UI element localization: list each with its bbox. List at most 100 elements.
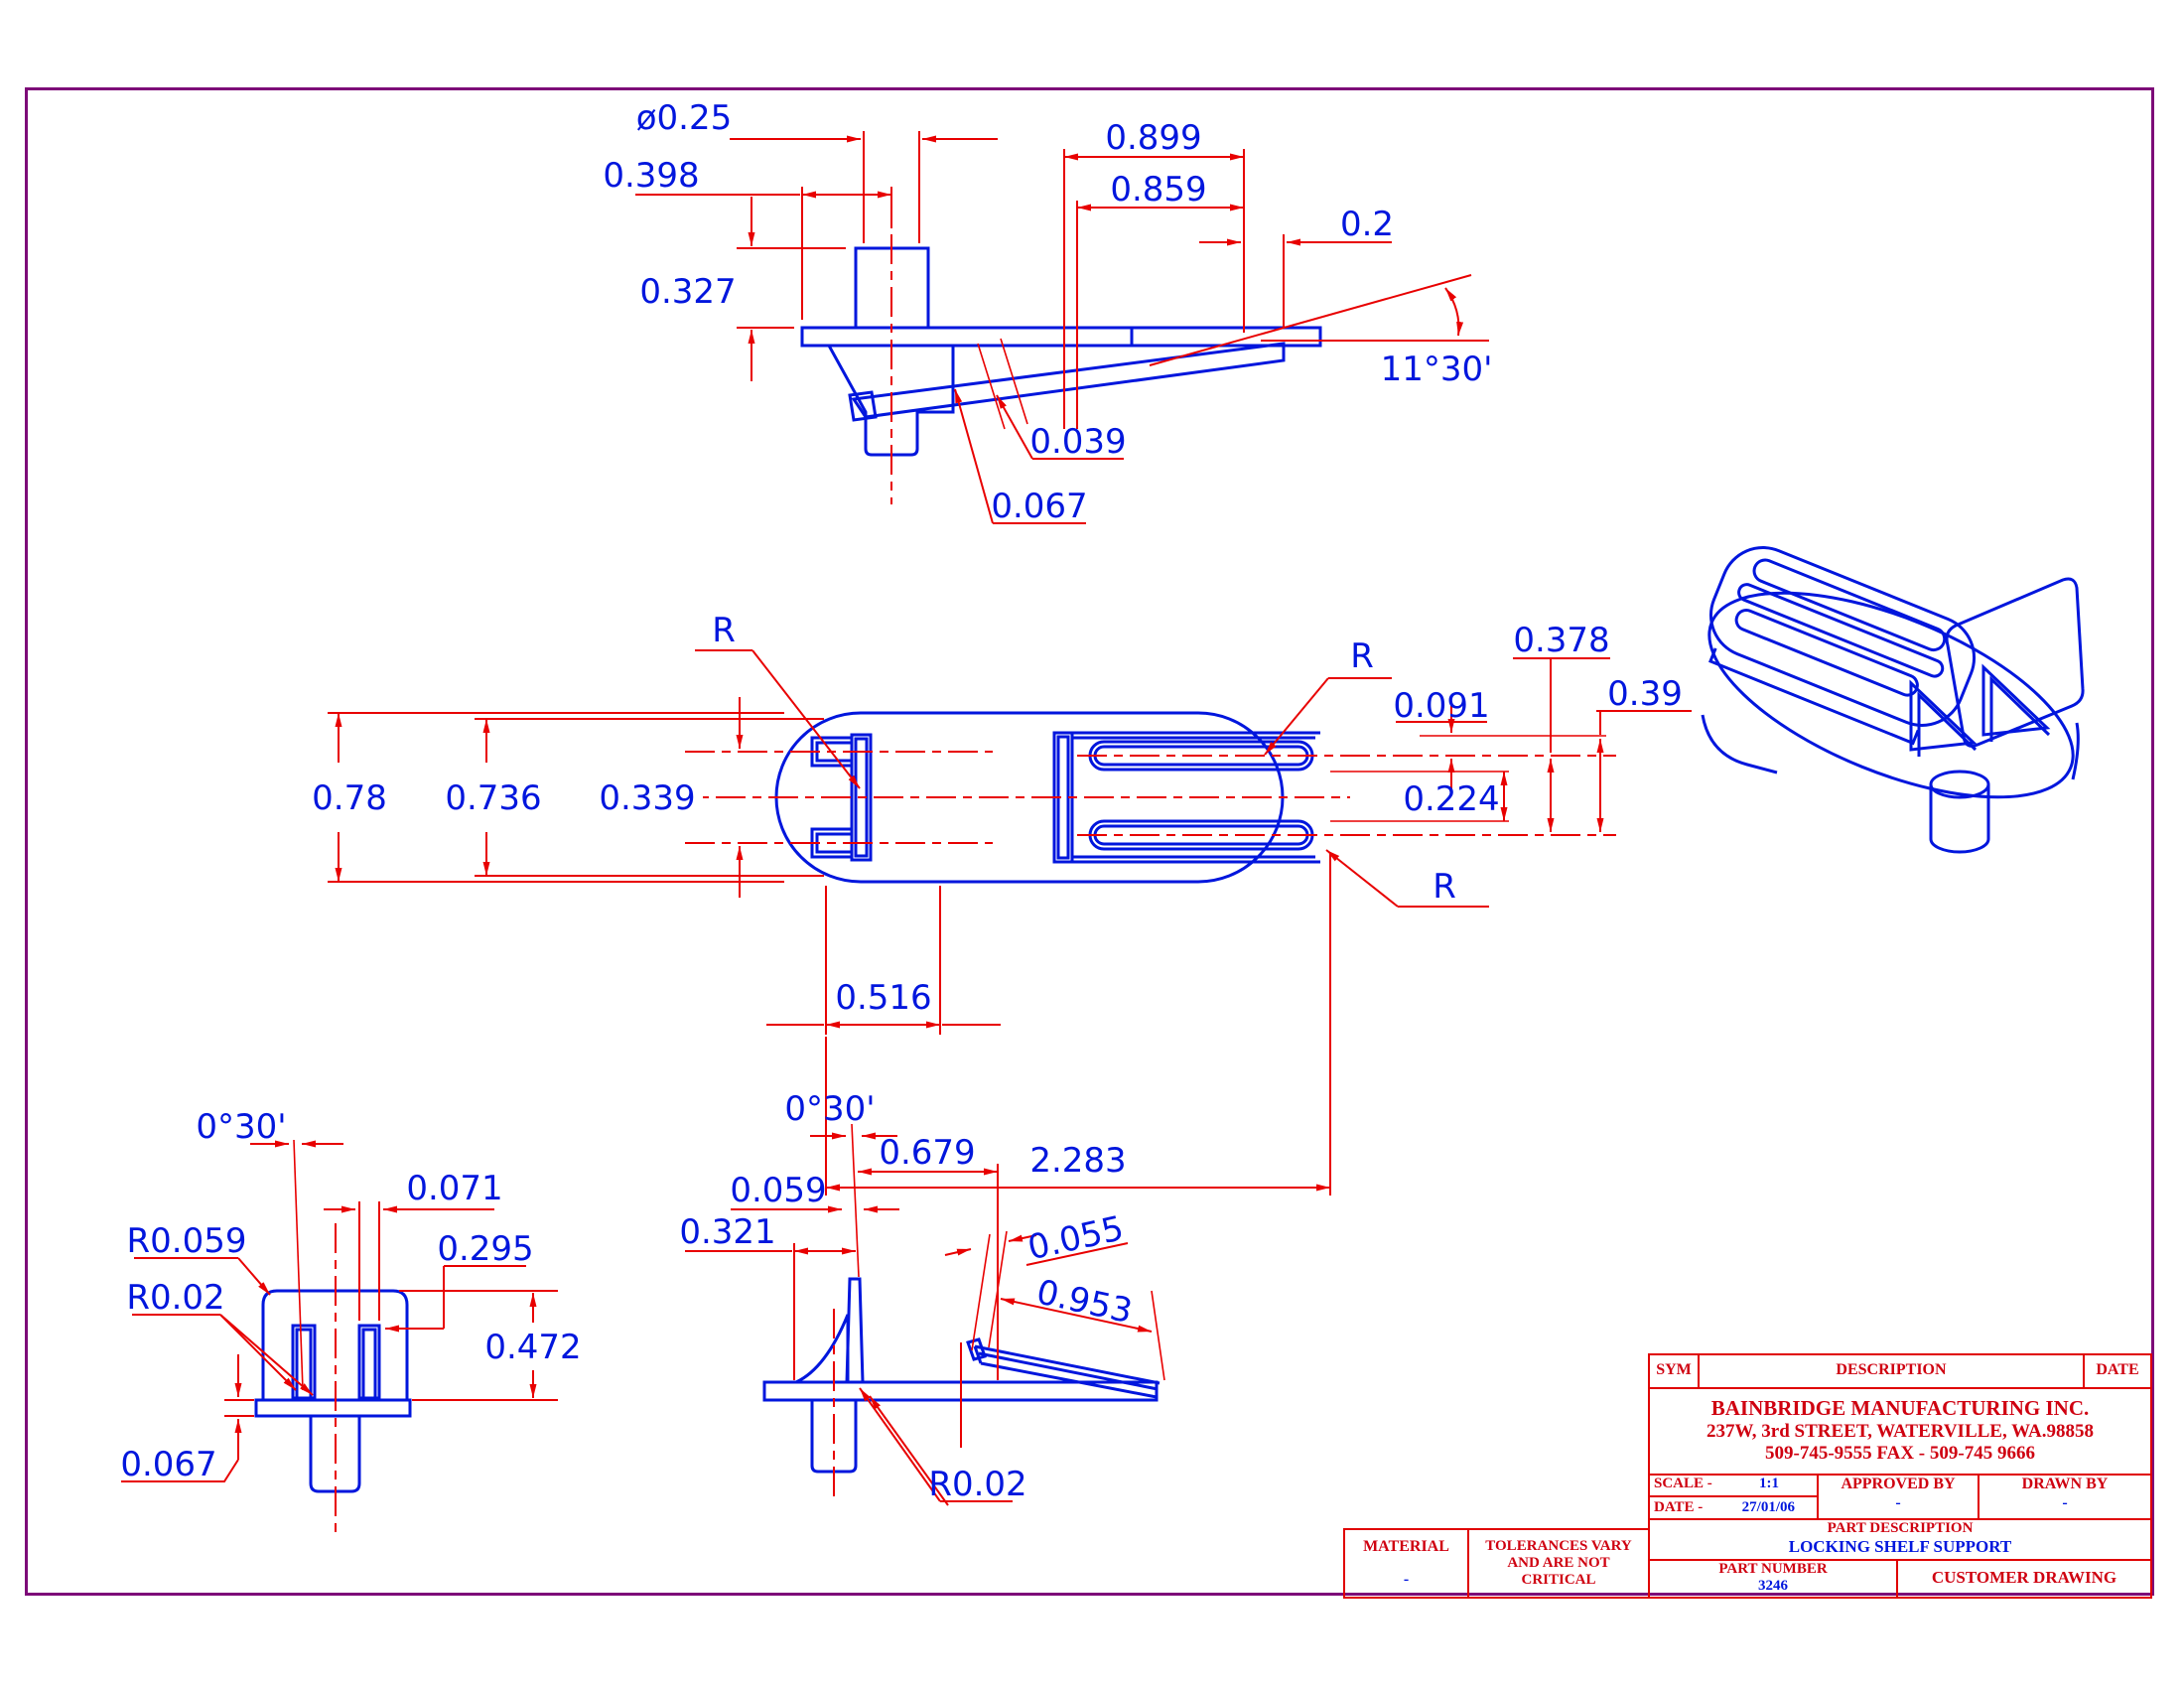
end-view: 0°30' 0.071 R0.059 R0.02 0.295 0.472 0. [120, 1107, 582, 1537]
company-phone: 509-745-9555 FAX - 509-745 9666 [1765, 1443, 2035, 1464]
customer-drawing-label: CUSTOMER DRAWING [1931, 1568, 2117, 1587]
drawing-stroke [1917, 691, 1978, 757]
drawing-stroke [850, 733, 873, 862]
drawing-stroke [295, 1328, 313, 1400]
drawing-stroke [1264, 677, 1329, 756]
dim-ang-1130: 11°30' [1381, 350, 1493, 389]
dim-end-r0059: R0.059 [127, 1221, 247, 1261]
drawing-stroke [361, 1328, 377, 1400]
part-number-value: 3246 [1758, 1578, 1788, 1594]
dim-0224: 0.224 [1403, 779, 1499, 819]
drawing-stroke [1752, 558, 1947, 652]
drawing-stroke [977, 338, 1028, 430]
dim-end-0071: 0.071 [406, 1169, 502, 1208]
end-flange [254, 1398, 412, 1418]
section-flap-tip [848, 390, 878, 422]
dim-0516: 0.516 [835, 978, 931, 1018]
dim-end-0067: 0.067 [120, 1445, 216, 1484]
drawing-stroke [1701, 714, 2080, 780]
drawing-stroke [825, 852, 1331, 1196]
drawing-stroke [1444, 287, 1464, 337]
drawing-stroke [358, 1201, 380, 1321]
dim-side-ang: 0°30' [784, 1089, 875, 1129]
drawing-stroke [869, 1395, 949, 1506]
dim-r-left: R [712, 611, 736, 650]
title-block: SYM DESCRIPTION DATE BAINBRIDGE MANUFACT… [1648, 1353, 2152, 1599]
tolerances-box: TOLERANCES VARY AND ARE NOT CRITICAL [1467, 1528, 1650, 1599]
title-col-description: DESCRIPTION [1700, 1355, 2085, 1387]
dim-0039: 0.039 [1029, 422, 1126, 462]
drawing-stroke [592, 774, 703, 818]
dim-0091: 0.091 [1393, 686, 1489, 726]
scale-label: SCALE - [1654, 1476, 1712, 1491]
sheet-border [25, 87, 2154, 1596]
drawing-stroke [121, 1459, 239, 1482]
drawing-stroke [1077, 755, 1616, 836]
section-view: ø0.25 0.398 0.327 0.899 0.859 0.2 11°30' [603, 98, 1492, 526]
drawing-stroke [219, 1314, 314, 1396]
drawing-stroke [1072, 731, 1320, 864]
tolerances-line2: AND ARE NOT [1507, 1555, 1610, 1571]
drawing-stroke [863, 131, 920, 243]
dim-side-0321: 0.321 [679, 1212, 775, 1252]
drawing-stroke [475, 718, 824, 877]
title-col-date: DATE [2096, 1361, 2139, 1378]
drawing-stroke [1025, 1242, 1129, 1266]
drawing-stroke [1909, 679, 1978, 752]
side-flap [973, 1344, 1160, 1399]
material-value: - [1403, 1571, 1410, 1589]
drawing-stroke [996, 394, 1033, 460]
dim-0398: 0.398 [603, 156, 699, 196]
drawing-stroke [219, 1314, 297, 1391]
section-funnel-stem [826, 344, 955, 457]
dim-dia-025: ø0.25 [636, 98, 733, 138]
date-value: 27/01/06 [1741, 1498, 1795, 1515]
dim-end-ang: 0°30' [196, 1107, 286, 1147]
drawing-stroke [1708, 546, 1977, 727]
dim-039: 0.39 [1607, 674, 1683, 714]
title-col-sym: SYM [1650, 1355, 1700, 1387]
isometric-view [1701, 546, 2085, 854]
approved-by-label: APPROVED BY [1841, 1476, 1956, 1492]
part-description-label: PART DESCRIPTION [1827, 1520, 1974, 1536]
drawing-stroke [1708, 647, 1920, 746]
dim-side-0679: 0.679 [879, 1133, 975, 1173]
dim-0339: 0.339 [599, 778, 695, 818]
drawing-stroke [954, 388, 994, 524]
company-address: 237W, 3rd STREET, WATERVILLE, WA.98858 [1706, 1421, 2094, 1442]
drawing-stroke [825, 886, 941, 1035]
dim-2283: 2.283 [1029, 1141, 1126, 1181]
drawing-stroke [1149, 274, 1472, 366]
section-flap [851, 342, 1286, 419]
drawing-stroke [944, 1248, 972, 1256]
part-number-label: PART NUMBER [1718, 1561, 1828, 1577]
dim-side-r002: R0.02 [928, 1465, 1026, 1504]
drawn-by-label: DRAWN BY [2021, 1476, 2109, 1492]
drawing-stroke [1063, 149, 1245, 429]
dim-02: 0.2 [1340, 205, 1394, 244]
drawing-stroke [751, 649, 861, 789]
drawing-stroke [1989, 675, 2051, 742]
drawing-stroke [1596, 710, 1692, 735]
approved-by-value: - [1895, 1494, 1901, 1511]
drawing-stroke [399, 1290, 558, 1401]
scale-value: 1:1 [1759, 1476, 1779, 1491]
tolerances-line1: TOLERANCES VARY [1485, 1538, 1632, 1554]
side-gusset [795, 1314, 850, 1384]
part-description-value: LOCKING SHELF SUPPORT [1788, 1537, 2012, 1556]
drawing-stroke [224, 1399, 254, 1417]
dim-0899: 0.899 [1105, 118, 1201, 158]
dim-r-bottom: R [1433, 867, 1456, 907]
dim-end-0472: 0.472 [484, 1328, 581, 1367]
drawing-stroke [293, 1139, 304, 1391]
drawing-stroke [1000, 1298, 1153, 1333]
drawn-by-value: - [2062, 1494, 2068, 1511]
drawing-stroke [1737, 583, 1945, 678]
tolerances-line3: CRITICAL [1521, 1572, 1596, 1588]
dim-0859: 0.859 [1110, 170, 1206, 210]
dim-end-r002: R0.02 [126, 1278, 224, 1318]
drawing-stroke [971, 1230, 1008, 1351]
drawing-stroke [1929, 784, 1990, 854]
